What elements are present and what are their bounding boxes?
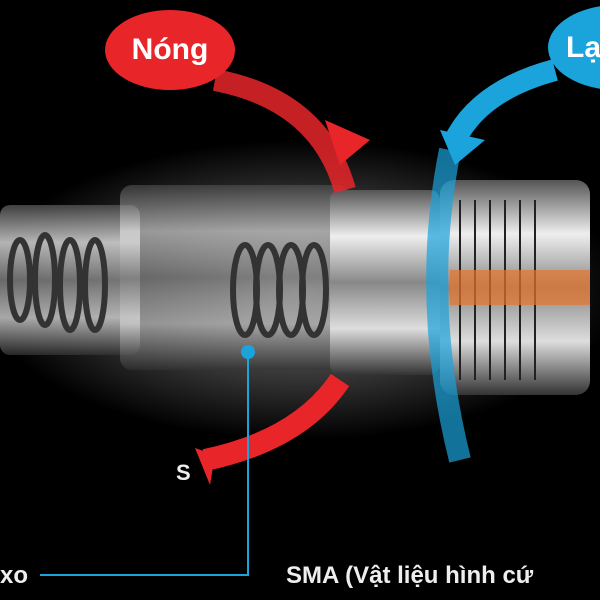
hot-flow-arrow xyxy=(202,69,356,471)
cartridge-body xyxy=(0,180,590,395)
cold-flow-arrow xyxy=(426,59,558,463)
spring-label: xo xyxy=(0,562,29,589)
cold-label: Lạnh xyxy=(566,30,600,64)
hot-label: Nóng xyxy=(131,33,209,66)
sma-label: SMA (Vật liệu hình cứ xyxy=(286,562,534,589)
spring-callout-line xyxy=(40,345,255,576)
s-mark-label: S xyxy=(176,460,191,485)
spring xyxy=(7,232,329,338)
hot-label-bubble: Nóng xyxy=(105,10,235,90)
